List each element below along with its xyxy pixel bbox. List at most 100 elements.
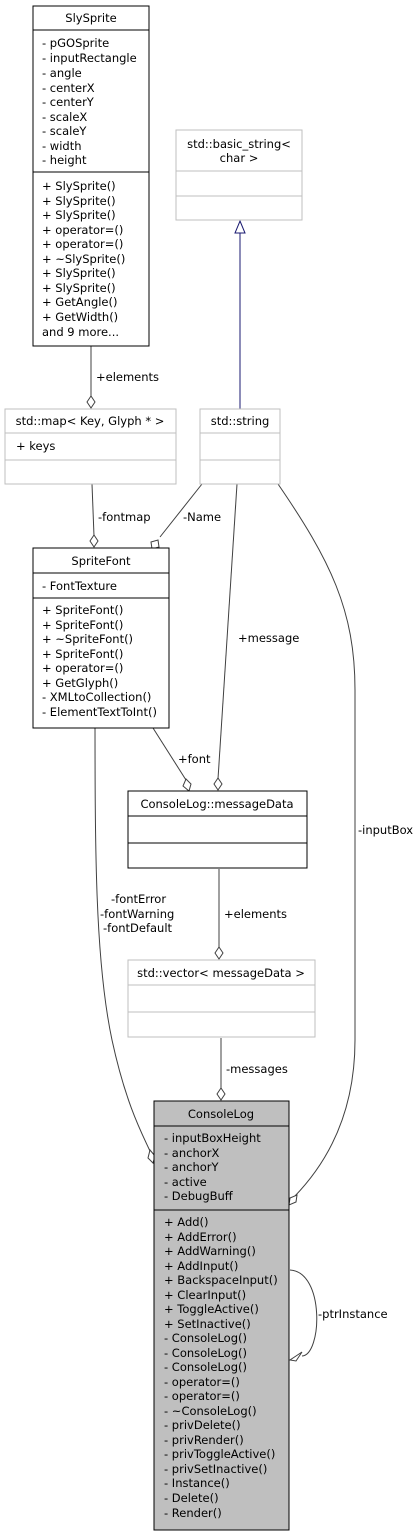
- edge-input-box-label: -inputBox: [358, 823, 413, 837]
- method: - ~ConsoleLog(): [164, 1404, 257, 1418]
- method: - Delete(): [164, 1491, 219, 1505]
- method: + BackspaceInput(): [164, 1273, 278, 1287]
- edge-fontmap-label: -fontmap: [98, 510, 151, 524]
- class-title: std::string: [211, 414, 270, 428]
- edge-message-diamond: [213, 777, 223, 791]
- edge-message-label: +message: [238, 631, 299, 645]
- method: + operator=(): [42, 223, 123, 237]
- edge-elements-vector-label: +elements: [224, 907, 287, 921]
- method: - ConsoleLog(): [164, 1346, 247, 1360]
- attribute: - anchorY: [164, 1160, 220, 1174]
- attribute: - centerY: [42, 95, 95, 109]
- edges: +elements -fontmap -Name +message +font …: [86, 219, 413, 1362]
- class-consolelog: ConsoleLog - inputBoxHeight - anchorX - …: [153, 1100, 290, 1531]
- method: + ~SpriteFont(): [42, 632, 133, 646]
- method: + SpriteFont(): [42, 603, 123, 617]
- attribute: - active: [164, 1175, 207, 1189]
- method: + operator=(): [42, 237, 123, 251]
- edge-ptr-instance-diamond: [288, 1351, 303, 1362]
- edge-fontmap: [91, 483, 95, 537]
- edge-font-diamond: [182, 778, 192, 792]
- edge-ptr-instance: [289, 1269, 318, 1357]
- method: - privDelete(): [164, 1418, 241, 1432]
- method: - privToggleActive(): [164, 1447, 275, 1461]
- class-title: ConsoleLog::messageData: [140, 797, 293, 811]
- edge-elements-map-label: +elements: [96, 370, 159, 384]
- class-map: std::map< Key, Glyph * > + keys: [4, 408, 177, 485]
- attribute: - inputBoxHeight: [164, 1131, 261, 1145]
- edge-message: [217, 483, 238, 780]
- method: + SlySprite(): [42, 281, 116, 295]
- method: + SetInactive(): [164, 1317, 251, 1331]
- edge-input-box-diamond: [288, 1194, 298, 1206]
- method: + GetWidth(): [42, 310, 118, 324]
- edge-font-role-warning: -fontWarning: [100, 907, 174, 921]
- attribute: - scaleX: [42, 110, 87, 124]
- edge-elements-vector-diamond: [214, 946, 224, 960]
- edge-messages-label: -messages: [226, 1062, 288, 1076]
- class-title: SpriteFont: [71, 554, 131, 568]
- class-title: SlySprite: [65, 11, 116, 25]
- class-vector: std::vector< messageData >: [127, 959, 316, 1038]
- edge-font-roles-diamond: [147, 1148, 156, 1164]
- method: + AddWarning(): [164, 1244, 256, 1258]
- method: + GetGlyph(): [42, 676, 118, 690]
- method: - XMLtoCollection(): [42, 690, 151, 704]
- method: - operator=(): [164, 1389, 240, 1403]
- method: + SlySprite(): [42, 266, 116, 280]
- edge-font-roles: [94, 699, 151, 1152]
- method: + ToggleActive(): [164, 1302, 259, 1316]
- method: - Instance(): [164, 1476, 230, 1490]
- class-message-data: ConsoleLog::messageData: [127, 790, 308, 869]
- edge-inheritance-triangle: [234, 219, 246, 234]
- class-string: std::string: [199, 408, 281, 485]
- method: + SlySprite(): [42, 179, 116, 193]
- attribute: - width: [42, 139, 82, 153]
- method: + GetAngle(): [42, 295, 118, 309]
- method: - Render(): [164, 1506, 222, 1520]
- edge-font-role-error: -fontError: [111, 892, 166, 906]
- method: and 9 more...: [42, 325, 119, 339]
- class-title: std::basic_string<: [187, 137, 291, 151]
- method: - ConsoleLog(): [164, 1331, 247, 1345]
- method: + SpriteFont(): [42, 618, 123, 632]
- method: - ConsoleLog(): [164, 1360, 247, 1374]
- method: + AddError(): [164, 1230, 237, 1244]
- class-spritefont: SpriteFont - FontTexture + SpriteFont() …: [32, 547, 170, 729]
- method: - ElementTextToInt(): [42, 705, 157, 719]
- class-title: std::vector< messageData >: [137, 966, 305, 980]
- method: - operator=(): [164, 1375, 240, 1389]
- class-title: char >: [220, 151, 259, 165]
- attribute: - pGOSprite: [42, 36, 109, 50]
- method: + Add(): [164, 1215, 209, 1229]
- class-slysprite: SlySprite - pGOSprite - inputRectangle -…: [32, 5, 150, 347]
- attribute: - angle: [42, 66, 82, 80]
- attribute: - height: [42, 153, 87, 167]
- method: + SlySprite(): [42, 208, 116, 222]
- attribute: - anchorX: [164, 1146, 220, 1160]
- attribute: - centerX: [42, 81, 95, 95]
- attribute: - inputRectangle: [42, 51, 137, 65]
- edge-ptr-instance-label: -ptrInstance: [318, 1307, 388, 1321]
- class-title: std::map< Key, Glyph * >: [16, 414, 165, 428]
- method: + operator=(): [42, 661, 123, 675]
- method: - privSetInactive(): [164, 1462, 267, 1476]
- attribute: - DebugBuff: [164, 1189, 234, 1203]
- edge-font-role-default: -fontDefault: [103, 921, 173, 935]
- class-basic-string: std::basic_string< char >: [175, 129, 303, 221]
- method: + SpriteFont(): [42, 647, 123, 661]
- edge-name-label: -Name: [183, 510, 221, 524]
- edge-fontmap-diamond: [89, 534, 99, 548]
- attribute: - FontTexture: [42, 579, 117, 593]
- edge-font: [152, 727, 187, 781]
- attribute: - scaleY: [42, 124, 87, 138]
- method: - privRender(): [164, 1433, 244, 1447]
- method: + AddInput(): [164, 1259, 238, 1273]
- method: + ClearInput(): [164, 1288, 246, 1302]
- attribute: + keys: [16, 439, 55, 453]
- class-title: ConsoleLog: [188, 1107, 254, 1121]
- edge-elements-map-diamond: [86, 395, 96, 409]
- method: + ~SlySprite(): [42, 252, 125, 266]
- edge-messages-diamond: [216, 1087, 226, 1101]
